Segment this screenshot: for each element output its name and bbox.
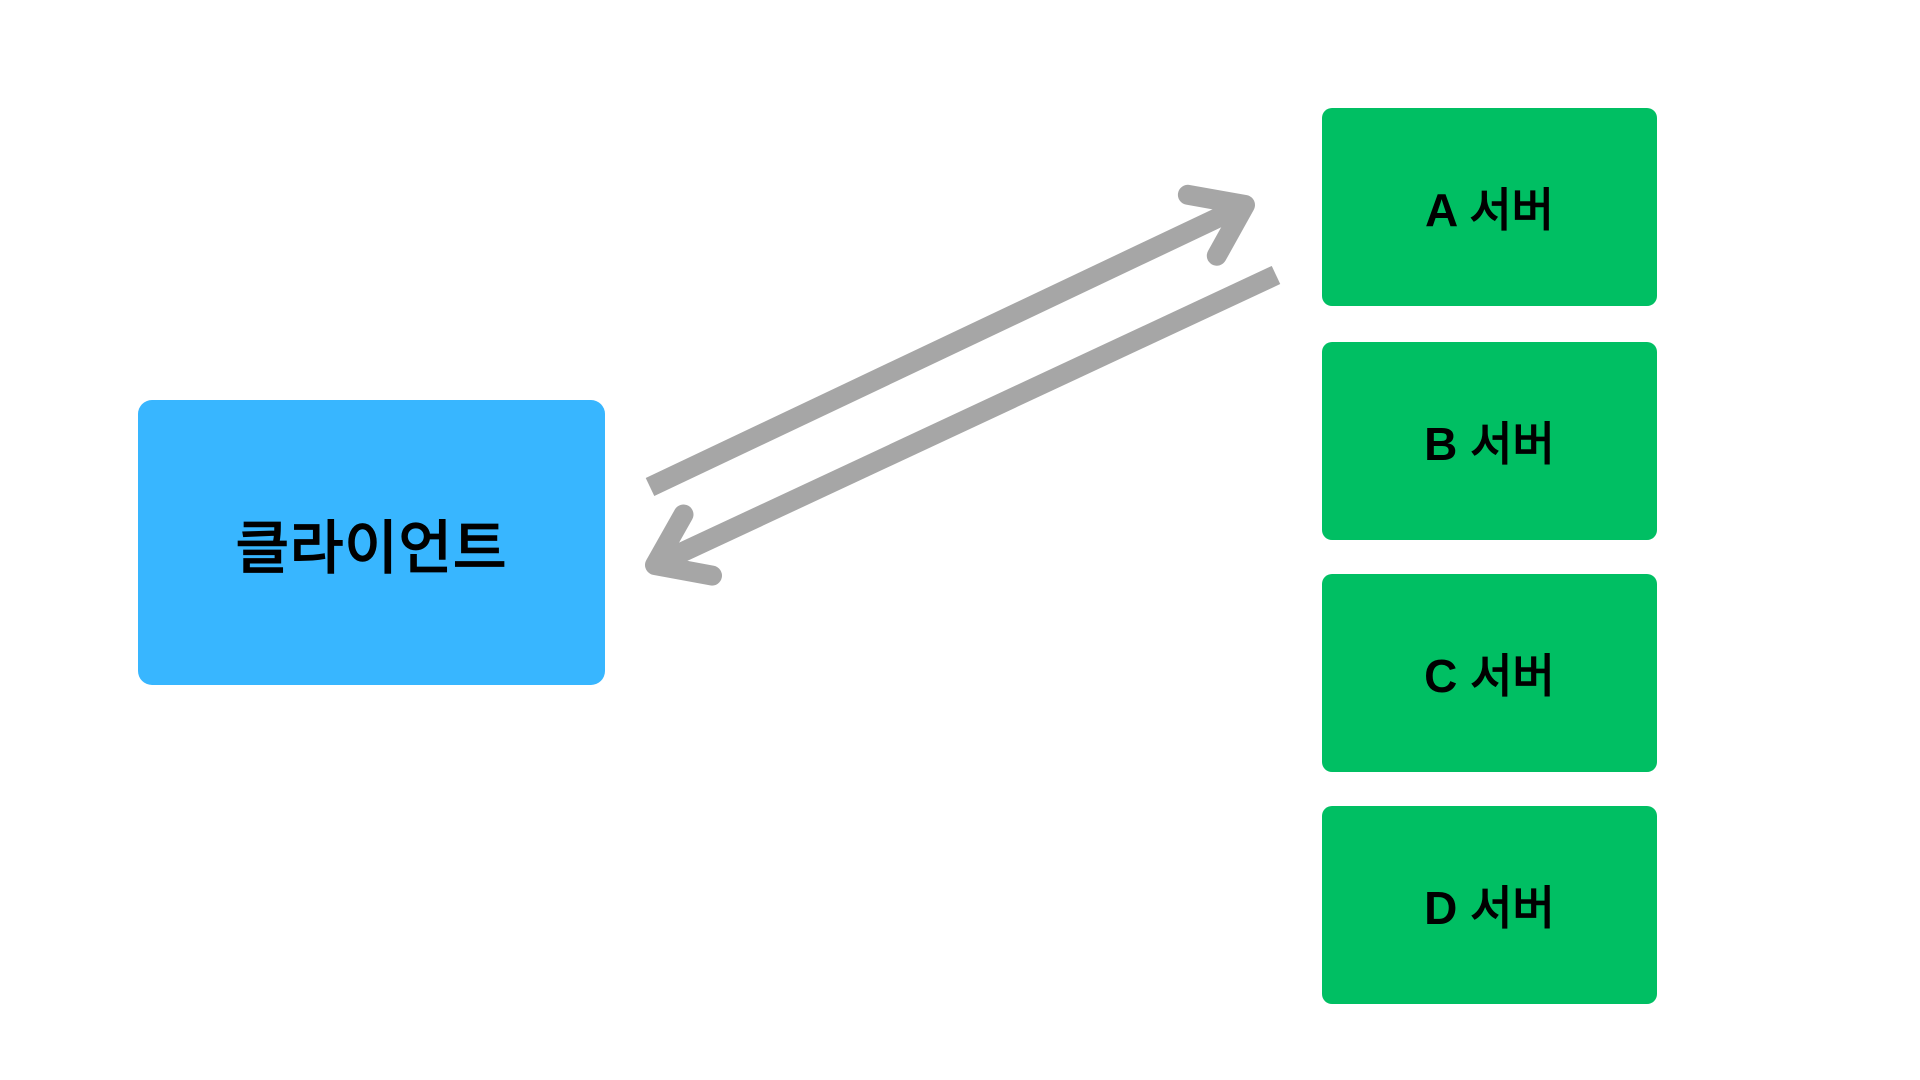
response-arrow-server-a-to-client xyxy=(645,265,1281,586)
client-node: 클라이언트 xyxy=(138,400,605,685)
server-node-c: C 서버 xyxy=(1322,574,1657,772)
server-node-a: A 서버 xyxy=(1322,108,1657,306)
server-node-b: B 서버 xyxy=(1322,342,1657,540)
server-node-d-label: D 서버 xyxy=(1424,882,1555,934)
request-arrow-client-to-server-a xyxy=(645,184,1255,497)
client-node-label: 클라이언트 xyxy=(235,515,508,581)
server-node-b-label: B 서버 xyxy=(1424,418,1555,470)
server-node-a-label: A 서버 xyxy=(1425,184,1554,236)
server-node-c-label: C 서버 xyxy=(1424,650,1555,702)
server-node-d: D 서버 xyxy=(1322,806,1657,1004)
